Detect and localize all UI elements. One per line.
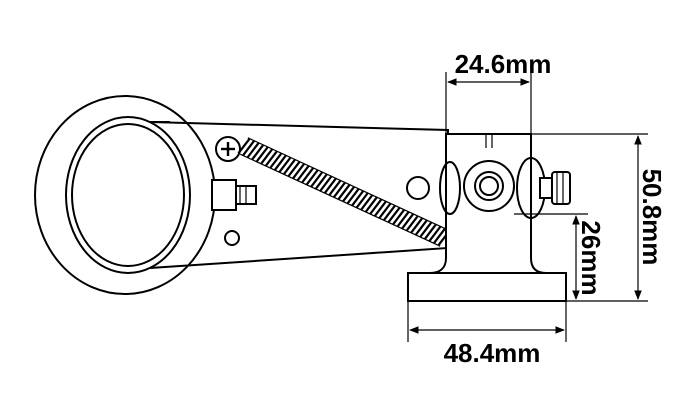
spring-coil — [287, 161, 301, 177]
spring-coil — [264, 150, 278, 167]
spring-outline-a — [239, 153, 441, 247]
spring-coil — [369, 198, 383, 215]
spring-coil — [273, 154, 287, 171]
dimension-total-height: 50.8mm — [532, 133, 667, 302]
spring-coil — [292, 163, 305, 180]
spring-coil — [405, 215, 419, 232]
spring-coil — [237, 138, 251, 154]
set-screw — [539, 171, 571, 205]
spring-coil — [296, 165, 310, 182]
spring-coil — [255, 146, 269, 163]
spring-coil — [410, 217, 424, 234]
spring-coil — [314, 173, 328, 190]
tension-spring — [237, 137, 451, 247]
spring-coil — [401, 213, 415, 230]
spring-coil — [355, 192, 369, 209]
spring-coil — [283, 158, 296, 175]
spring-coil — [378, 202, 392, 219]
dimension-top-width-label: 24.6mm — [455, 49, 552, 79]
spring-coil — [414, 219, 428, 236]
spring-coil — [392, 209, 405, 226]
spring-coil — [301, 167, 315, 184]
spring-coil — [373, 200, 387, 217]
spring-coil — [360, 194, 374, 211]
spring-coil — [305, 169, 319, 186]
dimension-base-width-label: 48.4mm — [444, 338, 541, 368]
dimension-base-width: 48.4mm — [407, 302, 567, 368]
spring-anchor-boss — [406, 176, 430, 200]
spring-coil — [260, 148, 274, 165]
spring-coil — [246, 142, 260, 159]
spring-coil — [328, 179, 342, 196]
spring-coil — [346, 188, 360, 205]
dimension-axis-height-label: 26mm — [576, 220, 606, 295]
spring-coil — [342, 186, 355, 203]
arm-hole — [224, 230, 240, 246]
spring-coil — [419, 221, 433, 238]
spring-coil — [278, 156, 292, 173]
spring-coil — [310, 171, 324, 188]
spring-coil — [351, 190, 365, 207]
roller-wheel — [34, 95, 216, 295]
roller-axle-stub — [211, 179, 257, 211]
spring-coil — [364, 196, 378, 213]
spring-coil — [333, 181, 346, 198]
bracket-base — [407, 272, 567, 302]
phillips-screw-icon — [215, 136, 241, 162]
spring-coil — [323, 177, 337, 194]
spring-coil — [423, 223, 437, 240]
spring-coil — [383, 204, 396, 221]
shaft-bore — [463, 160, 515, 212]
spring-coil — [319, 175, 333, 192]
spring-coil — [387, 207, 401, 223]
dimension-axis-height: 26mm — [514, 213, 606, 300]
spring-coil — [433, 227, 446, 244]
dimension-total-height-label: 50.8mm — [637, 169, 667, 266]
spring-coil — [337, 184, 351, 200]
spring-outline-b — [247, 137, 449, 231]
spring-coil — [242, 140, 255, 157]
spring-coil — [396, 211, 410, 228]
spring-coil — [251, 144, 265, 161]
spring-coil — [269, 152, 283, 169]
dimension-top-width: 24.6mm — [445, 49, 552, 133]
spring-coil — [428, 225, 442, 242]
